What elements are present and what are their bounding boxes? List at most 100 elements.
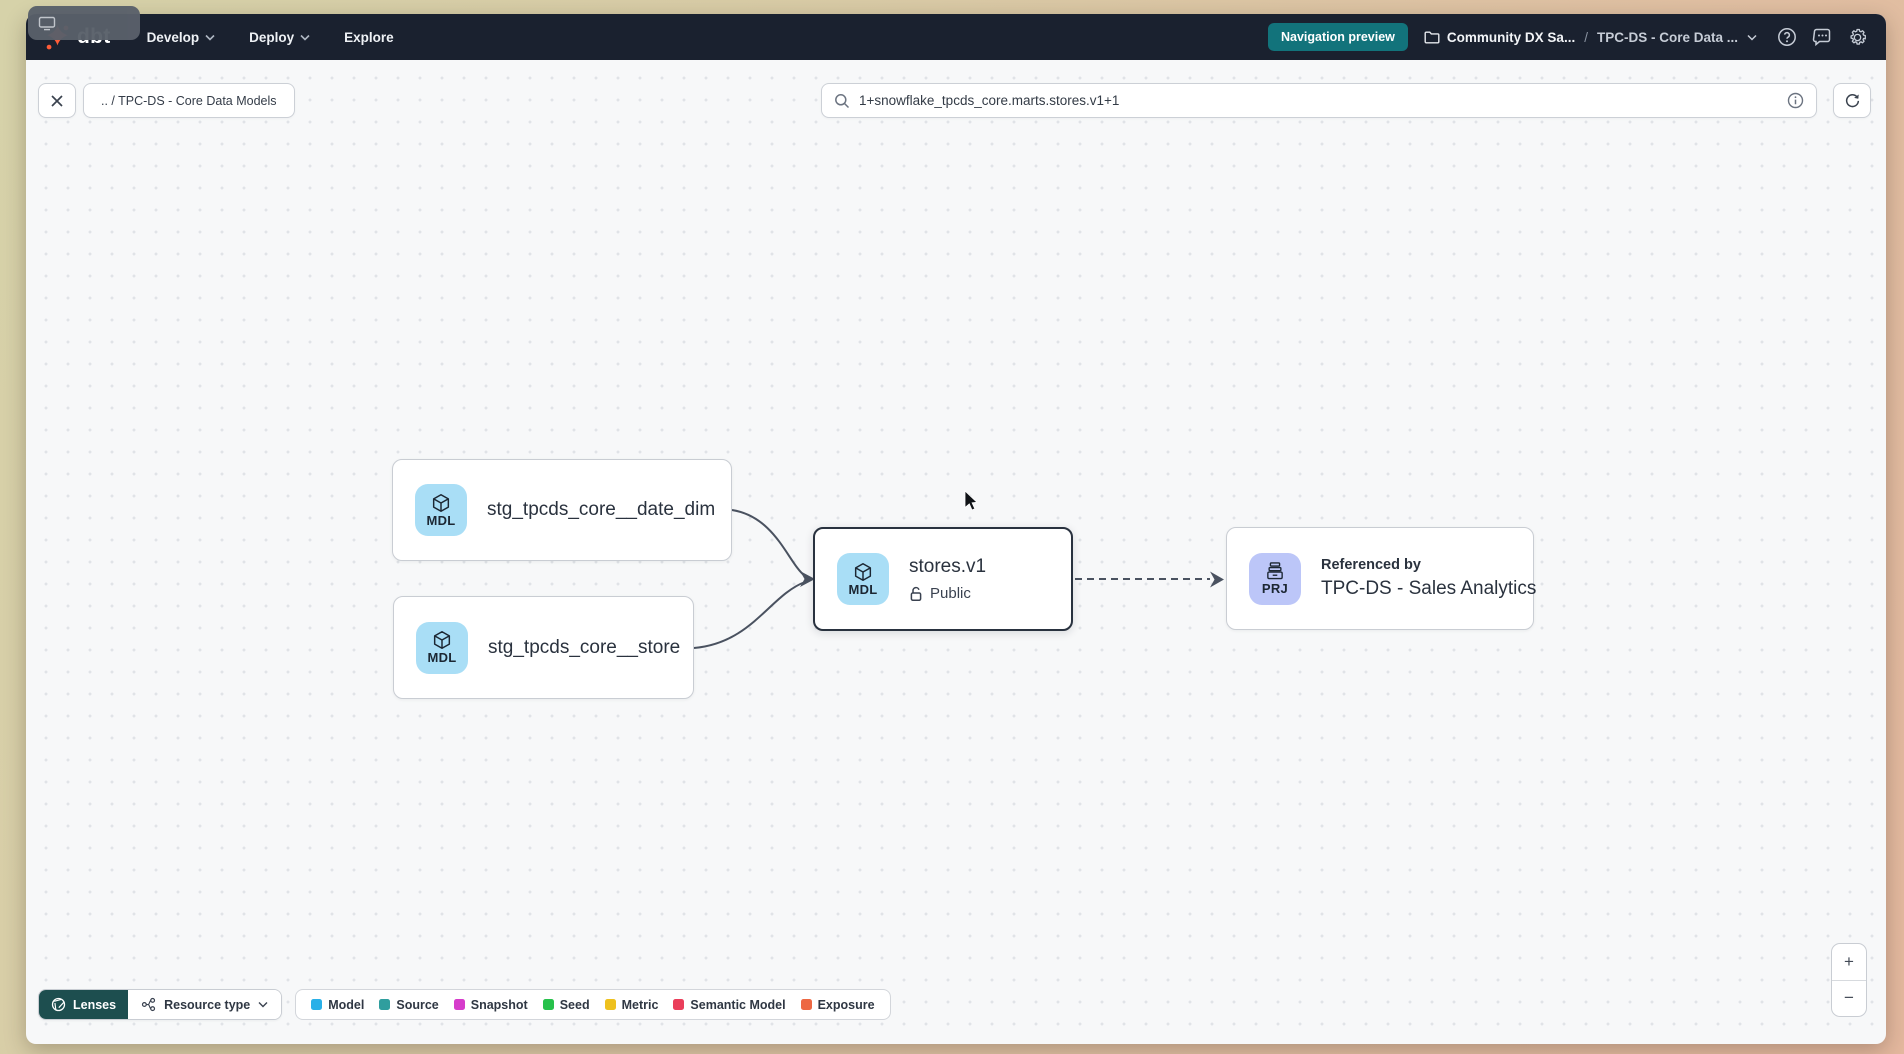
lineage-path-chip[interactable]: .. / TPC-DS - Core Data Models bbox=[83, 83, 295, 118]
legend-swatch bbox=[453, 999, 465, 1010]
legend-item-source: Source bbox=[379, 997, 439, 1012]
badge-label: MDL bbox=[848, 581, 878, 597]
legend-item-seed: Seed bbox=[542, 997, 590, 1012]
breadcrumb[interactable]: Community DX Sa... / TPC-DS - Core Data … bbox=[1424, 30, 1757, 45]
model-badge: MDL bbox=[415, 484, 467, 536]
close-lineage-button[interactable] bbox=[38, 83, 76, 118]
node-stg-tpcds-core-store[interactable]: MDL stg_tpcds_core__store bbox=[393, 596, 694, 699]
legend-item-exposure: Exposure bbox=[800, 997, 875, 1012]
legend-swatch bbox=[673, 999, 685, 1010]
legend-swatch bbox=[604, 999, 616, 1010]
chevron-down-icon[interactable] bbox=[1747, 34, 1757, 41]
lens-control-group: Lenses Resource type bbox=[38, 989, 283, 1020]
lens-icon bbox=[51, 997, 66, 1012]
cube-icon bbox=[432, 493, 450, 512]
cube-icon bbox=[433, 631, 451, 650]
node-stg-tpcds-core-date-dim[interactable]: MDL stg_tpcds_core__date_dim bbox=[392, 459, 732, 561]
mouse-cursor bbox=[964, 490, 978, 511]
edge-store-to-stores bbox=[693, 581, 806, 649]
canvas-footer-controls: Lenses Resource type bbox=[38, 989, 891, 1020]
chevron-down-icon bbox=[258, 1002, 268, 1008]
legend-item-semantic-model: Semantic Model bbox=[673, 997, 786, 1012]
navbar-icon-group bbox=[1777, 27, 1868, 48]
node-stores-v1[interactable]: MDL stores.v1 Public bbox=[813, 527, 1073, 631]
legend-label: Source bbox=[396, 997, 439, 1012]
lock-open-icon bbox=[910, 586, 922, 601]
top-navbar: dbt Develop Deploy Explore Navigation pr… bbox=[26, 14, 1886, 60]
folder-icon bbox=[1424, 31, 1440, 43]
monitor-icon bbox=[38, 16, 56, 30]
legend-label: Model bbox=[328, 997, 365, 1012]
node-access-row: Public bbox=[909, 585, 986, 602]
close-icon bbox=[51, 94, 63, 107]
model-badge: MDL bbox=[837, 553, 889, 605]
resource-graph-icon bbox=[141, 997, 156, 1012]
nav-item-explore[interactable]: Explore bbox=[344, 30, 394, 45]
node-subtitle: Referenced by bbox=[1321, 557, 1421, 573]
node-access-label: Public bbox=[930, 585, 971, 602]
chevron-down-icon bbox=[300, 34, 310, 41]
breadcrumb-separator: / bbox=[1584, 29, 1588, 45]
legend-item-model: Model bbox=[311, 998, 364, 1012]
node-title: TPC-DS - Sales Analytics bbox=[1321, 578, 1537, 599]
lenses-label: Lenses bbox=[73, 997, 117, 1012]
legend-item-snapshot: Snapshot bbox=[453, 997, 528, 1012]
resource-type-legend: Model Source Snapshot Seed Metric bbox=[295, 989, 891, 1020]
screen-capture-tab-artifact bbox=[28, 6, 140, 40]
badge-label: MDL bbox=[426, 512, 456, 528]
legend-item-metric: Metric bbox=[604, 997, 659, 1012]
legend-label: Exposure bbox=[817, 997, 875, 1012]
lenses-button[interactable]: Lenses bbox=[39, 990, 129, 1019]
search-icon bbox=[835, 93, 850, 108]
legend-swatch bbox=[800, 999, 812, 1010]
legend-label: Semantic Model bbox=[690, 997, 786, 1012]
info-icon[interactable] bbox=[1787, 92, 1804, 109]
refresh-lineage-button[interactable] bbox=[1833, 83, 1871, 118]
resource-type-label: Resource type bbox=[164, 997, 251, 1012]
node-title: stg_tpcds_core__date_dim bbox=[487, 499, 716, 520]
zoom-out-button[interactable]: − bbox=[1844, 988, 1854, 1008]
lineage-selector-bar[interactable] bbox=[821, 83, 1817, 118]
nav-item-develop[interactable]: Develop bbox=[147, 30, 216, 45]
breadcrumb-account[interactable]: Community DX Sa... bbox=[1424, 30, 1575, 45]
lineage-toolbar: .. / TPC-DS - Core Data Models bbox=[38, 83, 1886, 118]
resource-type-dropdown[interactable]: Resource type bbox=[128, 990, 282, 1019]
nav-item-deploy-label: Deploy bbox=[249, 29, 295, 45]
nav-item-deploy[interactable]: Deploy bbox=[249, 30, 310, 45]
node-title: stores.v1 bbox=[909, 556, 987, 577]
breadcrumb-account-label: Community DX Sa... bbox=[1446, 29, 1576, 45]
help-icon[interactable] bbox=[1777, 27, 1797, 47]
edge-date-dim-to-stores bbox=[731, 509, 806, 577]
badge-label: PRJ bbox=[1261, 581, 1289, 597]
selector-input[interactable] bbox=[859, 93, 1778, 108]
legend-swatch bbox=[379, 999, 391, 1010]
legend-swatch bbox=[311, 999, 323, 1010]
node-referenced-by-project[interactable]: PRJ Referenced by TPC-DS - Sales Analyti… bbox=[1226, 527, 1536, 630]
node-text-block: Referenced by TPC-DS - Sales Analytics bbox=[1321, 557, 1536, 600]
project-archive-icon bbox=[1267, 562, 1283, 580]
breadcrumb-project[interactable]: TPC-DS - Core Data ... bbox=[1596, 29, 1738, 45]
node-title: stg_tpcds_core__store bbox=[488, 636, 681, 658]
nav-item-develop-label: Develop bbox=[146, 29, 200, 45]
navigation-preview-badge[interactable]: Navigation preview bbox=[1267, 23, 1408, 51]
zoom-in-button[interactable]: + bbox=[1832, 944, 1866, 981]
chevron-down-icon bbox=[205, 34, 215, 41]
refresh-icon bbox=[1845, 94, 1859, 108]
edge-arrowhead bbox=[1210, 571, 1224, 588]
node-text-block: stores.v1 Public bbox=[909, 556, 986, 602]
nav-item-explore-label: Explore bbox=[344, 29, 394, 45]
model-badge: MDL bbox=[416, 621, 468, 674]
app-window: dbt Develop Deploy Explore Navigation pr… bbox=[26, 14, 1886, 1044]
navbar-right-group: Navigation preview Community DX Sa... / … bbox=[1267, 23, 1868, 51]
cube-icon bbox=[854, 562, 872, 581]
settings-gear-icon[interactable] bbox=[1847, 27, 1868, 48]
legend-label: Seed bbox=[559, 997, 590, 1012]
zoom-controls: + − bbox=[1831, 943, 1867, 1017]
badge-label: MDL bbox=[427, 650, 457, 666]
lineage-canvas[interactable]: .. / TPC-DS - Core Data Models bbox=[26, 60, 1886, 1044]
feedback-icon[interactable] bbox=[1812, 27, 1832, 47]
legend-label: Metric bbox=[621, 997, 659, 1012]
legend-swatch bbox=[542, 999, 554, 1010]
legend-label: Snapshot bbox=[470, 997, 528, 1012]
project-badge: PRJ bbox=[1249, 552, 1301, 605]
